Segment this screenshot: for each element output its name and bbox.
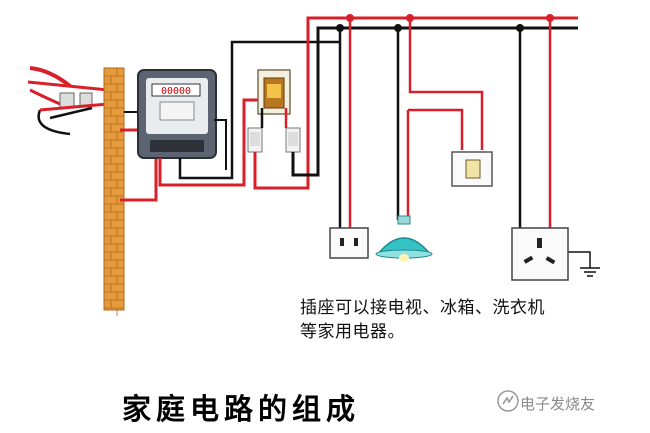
distribution-bus [253, 14, 578, 190]
watermark-text: 电子发烧友 [520, 395, 596, 413]
fuse-holders [247, 127, 301, 153]
three-pin-socket [511, 227, 569, 281]
pendant-lamp [375, 215, 433, 262]
main-switch [257, 69, 291, 115]
electric-meter: 00000 [137, 69, 217, 159]
meter-reading: 00000 [161, 86, 191, 97]
light-switch [451, 151, 493, 187]
two-pin-socket [329, 227, 369, 259]
appliance-note-line2: 等家用电器。 [300, 322, 405, 342]
ground-symbol [580, 267, 600, 277]
diagram-title: 家庭电路的组成 [122, 392, 361, 426]
watermark-logo-icon [497, 390, 519, 412]
brick-wall [103, 67, 125, 316]
branch-wires [338, 18, 591, 268]
appliance-note-line1: 插座可以接电视、冰箱、洗衣机 [300, 298, 545, 318]
service-drop [27, 66, 110, 136]
appliance-note: 插座可以接电视、冰箱、洗衣机 等家用电器。 [300, 296, 545, 344]
meter-output-wires [158, 40, 340, 187]
